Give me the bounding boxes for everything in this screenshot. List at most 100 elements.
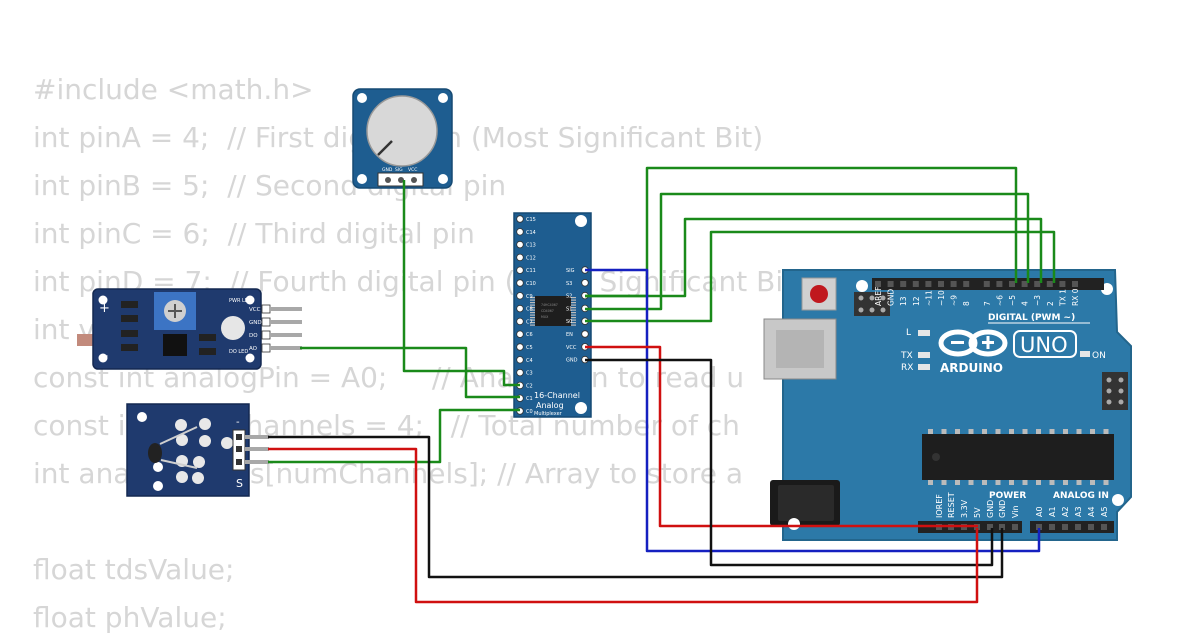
ldr-pin-label: AO	[249, 346, 258, 352]
mux-title: 16-Channel	[534, 391, 580, 400]
digital-pin[interactable]	[996, 281, 1003, 287]
wire-s2	[585, 217, 1043, 298]
wire-ldr-ao	[300, 346, 520, 399]
potentiometer-knob[interactable]	[366, 95, 438, 167]
analog-pin-label: A0	[1035, 506, 1044, 517]
mux-chip-text-3: MUX	[541, 315, 549, 319]
wire-mux-vcc	[585, 345, 978, 528]
digital-pin-label: RX 0	[1071, 288, 1080, 306]
mux-control-label: GND	[566, 358, 578, 364]
mux-control-label: VCC	[566, 345, 577, 351]
power-pin[interactable]	[999, 524, 1005, 530]
wire-pot-sig	[402, 180, 520, 387]
analog-pin[interactable]	[1075, 524, 1081, 530]
digital-pin-label: ~3	[1033, 295, 1042, 306]
digital-pin[interactable]	[938, 281, 944, 287]
digital-pin[interactable]	[887, 281, 894, 287]
mux-channel-pin[interactable]	[516, 292, 524, 300]
mux-channel-label: C12	[526, 255, 536, 261]
mux-channel-pin[interactable]	[516, 317, 524, 326]
photoresistor	[77, 334, 93, 346]
digital-pin-label: ~10	[937, 290, 946, 306]
analog-pin[interactable]	[1036, 524, 1042, 530]
digital-pin[interactable]	[983, 281, 990, 287]
code-line: #include <math.h>	[33, 73, 314, 106]
digital-pin[interactable]	[925, 281, 932, 287]
digital-pin[interactable]	[875, 281, 881, 287]
analog-pin-label: A2	[1061, 506, 1070, 517]
digital-pin[interactable]	[1021, 281, 1028, 287]
digital-pin[interactable]	[900, 281, 907, 287]
analog-pin[interactable]	[1088, 524, 1094, 530]
pot-pin[interactable]	[385, 177, 391, 183]
mux-channel-pin[interactable]	[516, 228, 524, 236]
digital-label: DIGITAL (PWM ~)	[988, 313, 1075, 323]
analog-pin[interactable]	[1101, 524, 1107, 530]
wire-temp-sig	[268, 408, 520, 464]
digital-pin-label: ~9	[950, 295, 959, 306]
power-pin-label: IOREF	[935, 494, 944, 518]
pot-pin-label: GND	[382, 167, 393, 173]
analog-pin[interactable]	[1062, 524, 1068, 530]
mux-channel-pin[interactable]	[516, 279, 524, 287]
mux-channel-label: C4	[526, 358, 533, 364]
mux-control-label: SIG	[566, 268, 575, 274]
digital-pin-label: 12	[912, 296, 921, 306]
power-pin-label: 3.3V	[960, 499, 969, 518]
mux-channel-pin[interactable]	[516, 304, 524, 313]
temp-pin[interactable]	[245, 435, 269, 439]
power-pin[interactable]	[1012, 524, 1018, 530]
power-pin-label: 5V	[973, 507, 982, 518]
pot-pin-label: VCC	[408, 167, 417, 173]
mux-channel-pin[interactable]	[516, 330, 524, 338]
analog-in-label: ANALOG IN	[1053, 491, 1109, 501]
power-pin-label: Vin	[1011, 505, 1020, 518]
digital-pin[interactable]	[1059, 281, 1066, 287]
mux-channel-pin[interactable]	[516, 253, 524, 262]
digital-pin[interactable]	[950, 281, 957, 287]
pot-pin[interactable]	[398, 177, 404, 183]
ldr-pin-label: DO	[249, 333, 258, 339]
wire-sig-a0	[585, 268, 1041, 553]
mux-channel-label: C10	[526, 281, 536, 287]
digital-pin-label: ~6	[995, 295, 1004, 306]
mux-control-pin[interactable]	[581, 330, 589, 338]
digital-pin[interactable]	[1034, 281, 1041, 287]
ldr-pin[interactable]	[270, 333, 302, 337]
digital-pin[interactable]	[1072, 281, 1078, 287]
mux-control-pin[interactable]	[581, 279, 589, 287]
digital-pin[interactable]	[1009, 281, 1015, 287]
digital-pin-label: 4	[1021, 301, 1030, 306]
mux-channel-pin[interactable]	[516, 343, 524, 351]
ldr-pin[interactable]	[270, 307, 302, 311]
digital-pin[interactable]	[1046, 281, 1053, 287]
ldr-pin[interactable]	[270, 320, 302, 324]
wire-mux-gnd	[585, 358, 994, 567]
mux-channel-pin[interactable]	[516, 215, 524, 223]
code-line: float tdsValue;	[33, 553, 235, 586]
led-label-rx: RX	[901, 363, 913, 373]
mux-control-label: EN	[566, 332, 573, 338]
wire-temp-vcc	[268, 447, 979, 604]
code-line: float phValue;	[33, 601, 227, 634]
mux-channel-label: C11	[526, 268, 536, 274]
digital-pin[interactable]	[963, 281, 970, 287]
mux-channel-label: C14	[526, 230, 536, 236]
mux-channel-pin[interactable]	[516, 356, 524, 364]
power-pin[interactable]	[987, 524, 993, 530]
mux-channel-pin[interactable]	[516, 368, 524, 377]
temp-pin[interactable]	[245, 460, 269, 464]
pot-pin-label: SIG	[395, 167, 403, 173]
digital-pin[interactable]	[912, 281, 919, 287]
mux-channel-pin[interactable]	[516, 266, 524, 274]
thermistor	[148, 443, 162, 463]
mux-channel-label: C1	[526, 396, 533, 402]
analog-pin[interactable]	[1049, 524, 1055, 530]
temp-pin[interactable]	[245, 447, 269, 451]
pot-pin[interactable]	[411, 177, 417, 183]
digital-pin-label: TX 1	[1058, 289, 1067, 307]
ldr-pin[interactable]	[270, 346, 302, 350]
mux-channel-pin[interactable]	[516, 240, 524, 249]
